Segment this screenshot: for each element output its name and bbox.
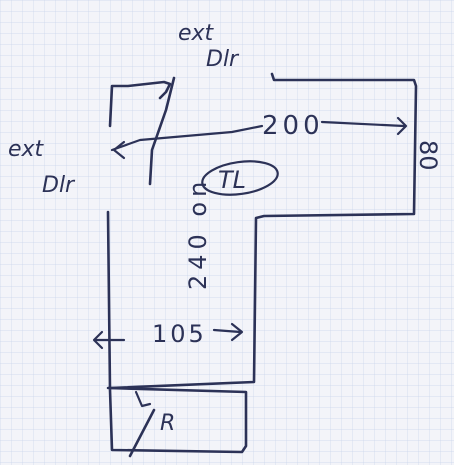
exterior-door-top-left <box>108 80 172 128</box>
ext-top-label: ext <box>178 21 215 46</box>
lower-dimension-label: 105 <box>152 320 207 348</box>
vertical-dimension-label: 240 on <box>184 177 212 290</box>
ext-left-label: ext <box>8 137 45 162</box>
dir-left-label: Dlr <box>42 173 76 198</box>
dir-top-label: Dlr <box>206 47 240 72</box>
lower-arrow-left-head <box>92 330 104 350</box>
lower-dimension-right-line <box>212 328 242 334</box>
bottom-room-wall-gap <box>128 408 156 458</box>
door-swing-line <box>148 76 176 186</box>
floor-plan-outline <box>106 72 418 458</box>
center-tag-label: TL <box>218 166 246 194</box>
right-dimension-label: 80 <box>414 140 442 171</box>
dimension-lines <box>92 116 408 408</box>
width-arrow-right-head <box>396 116 408 136</box>
width-dimension-right-line <box>320 120 406 128</box>
width-dimension-left-line <box>110 124 264 152</box>
center-tag-circle <box>201 160 279 196</box>
outline-right-side <box>108 72 418 390</box>
outline-bottom-room <box>106 210 248 454</box>
width-arrow-left-head <box>112 140 126 160</box>
width-dimension-label: 200 <box>262 111 324 141</box>
r-mark-label: R <box>160 411 175 436</box>
lower-arrow-right-head <box>230 322 244 342</box>
vertical-arrow-bottom-head <box>134 390 152 408</box>
